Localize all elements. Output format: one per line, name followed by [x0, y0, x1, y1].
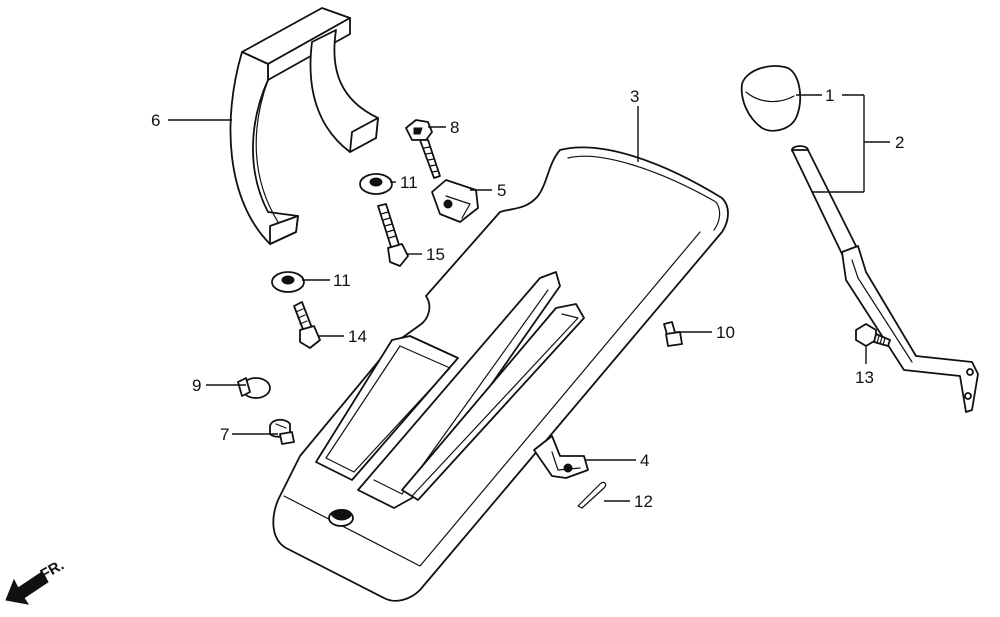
callout-2: 2	[895, 133, 904, 152]
part-1-shift-knob	[740, 65, 802, 132]
callout-labels: 1 2 3 4 5 6 7 8 9 10 11 11 12 13 14 15	[151, 86, 904, 511]
part-2-shift-lever	[791, 145, 979, 413]
callout-5: 5	[497, 181, 506, 200]
part-14-bolt	[293, 301, 321, 349]
callout-1: 1	[825, 86, 834, 105]
callout-8: 8	[450, 118, 459, 137]
part-11-washer-upper	[359, 173, 393, 195]
callout-11-lower: 11	[333, 271, 351, 290]
callout-13: 13	[855, 368, 874, 387]
callout-10: 10	[716, 323, 735, 342]
part-13-flange-bolt	[855, 323, 891, 347]
part-15-bolt	[377, 203, 409, 267]
callout-9: 9	[192, 376, 201, 395]
front-arrow-icon	[5, 571, 49, 605]
callout-6: 6	[151, 111, 160, 130]
part-7-screw	[269, 418, 295, 445]
part-10-screw	[663, 321, 683, 347]
callout-11-upper: 11	[400, 173, 418, 192]
callout-3: 3	[630, 87, 639, 106]
front-direction-indicator: FR.	[5, 557, 67, 605]
callout-12: 12	[634, 492, 653, 511]
part-6-handle-bracket	[229, 7, 379, 245]
callout-7: 7	[220, 425, 229, 444]
leader-lines	[168, 94, 890, 502]
callout-14: 14	[348, 327, 367, 346]
part-8-wing-screw	[405, 119, 441, 179]
part-4-bracket-clip	[533, 435, 589, 479]
part-11-washer-lower	[271, 271, 305, 293]
part-5-clip-nut	[431, 179, 479, 223]
callout-15: 15	[426, 245, 445, 264]
callout-4: 4	[640, 451, 649, 470]
part-9-cap-nut	[237, 377, 271, 399]
part-12-cotter-pin	[577, 481, 607, 509]
part-3-cover-panel	[272, 146, 729, 602]
